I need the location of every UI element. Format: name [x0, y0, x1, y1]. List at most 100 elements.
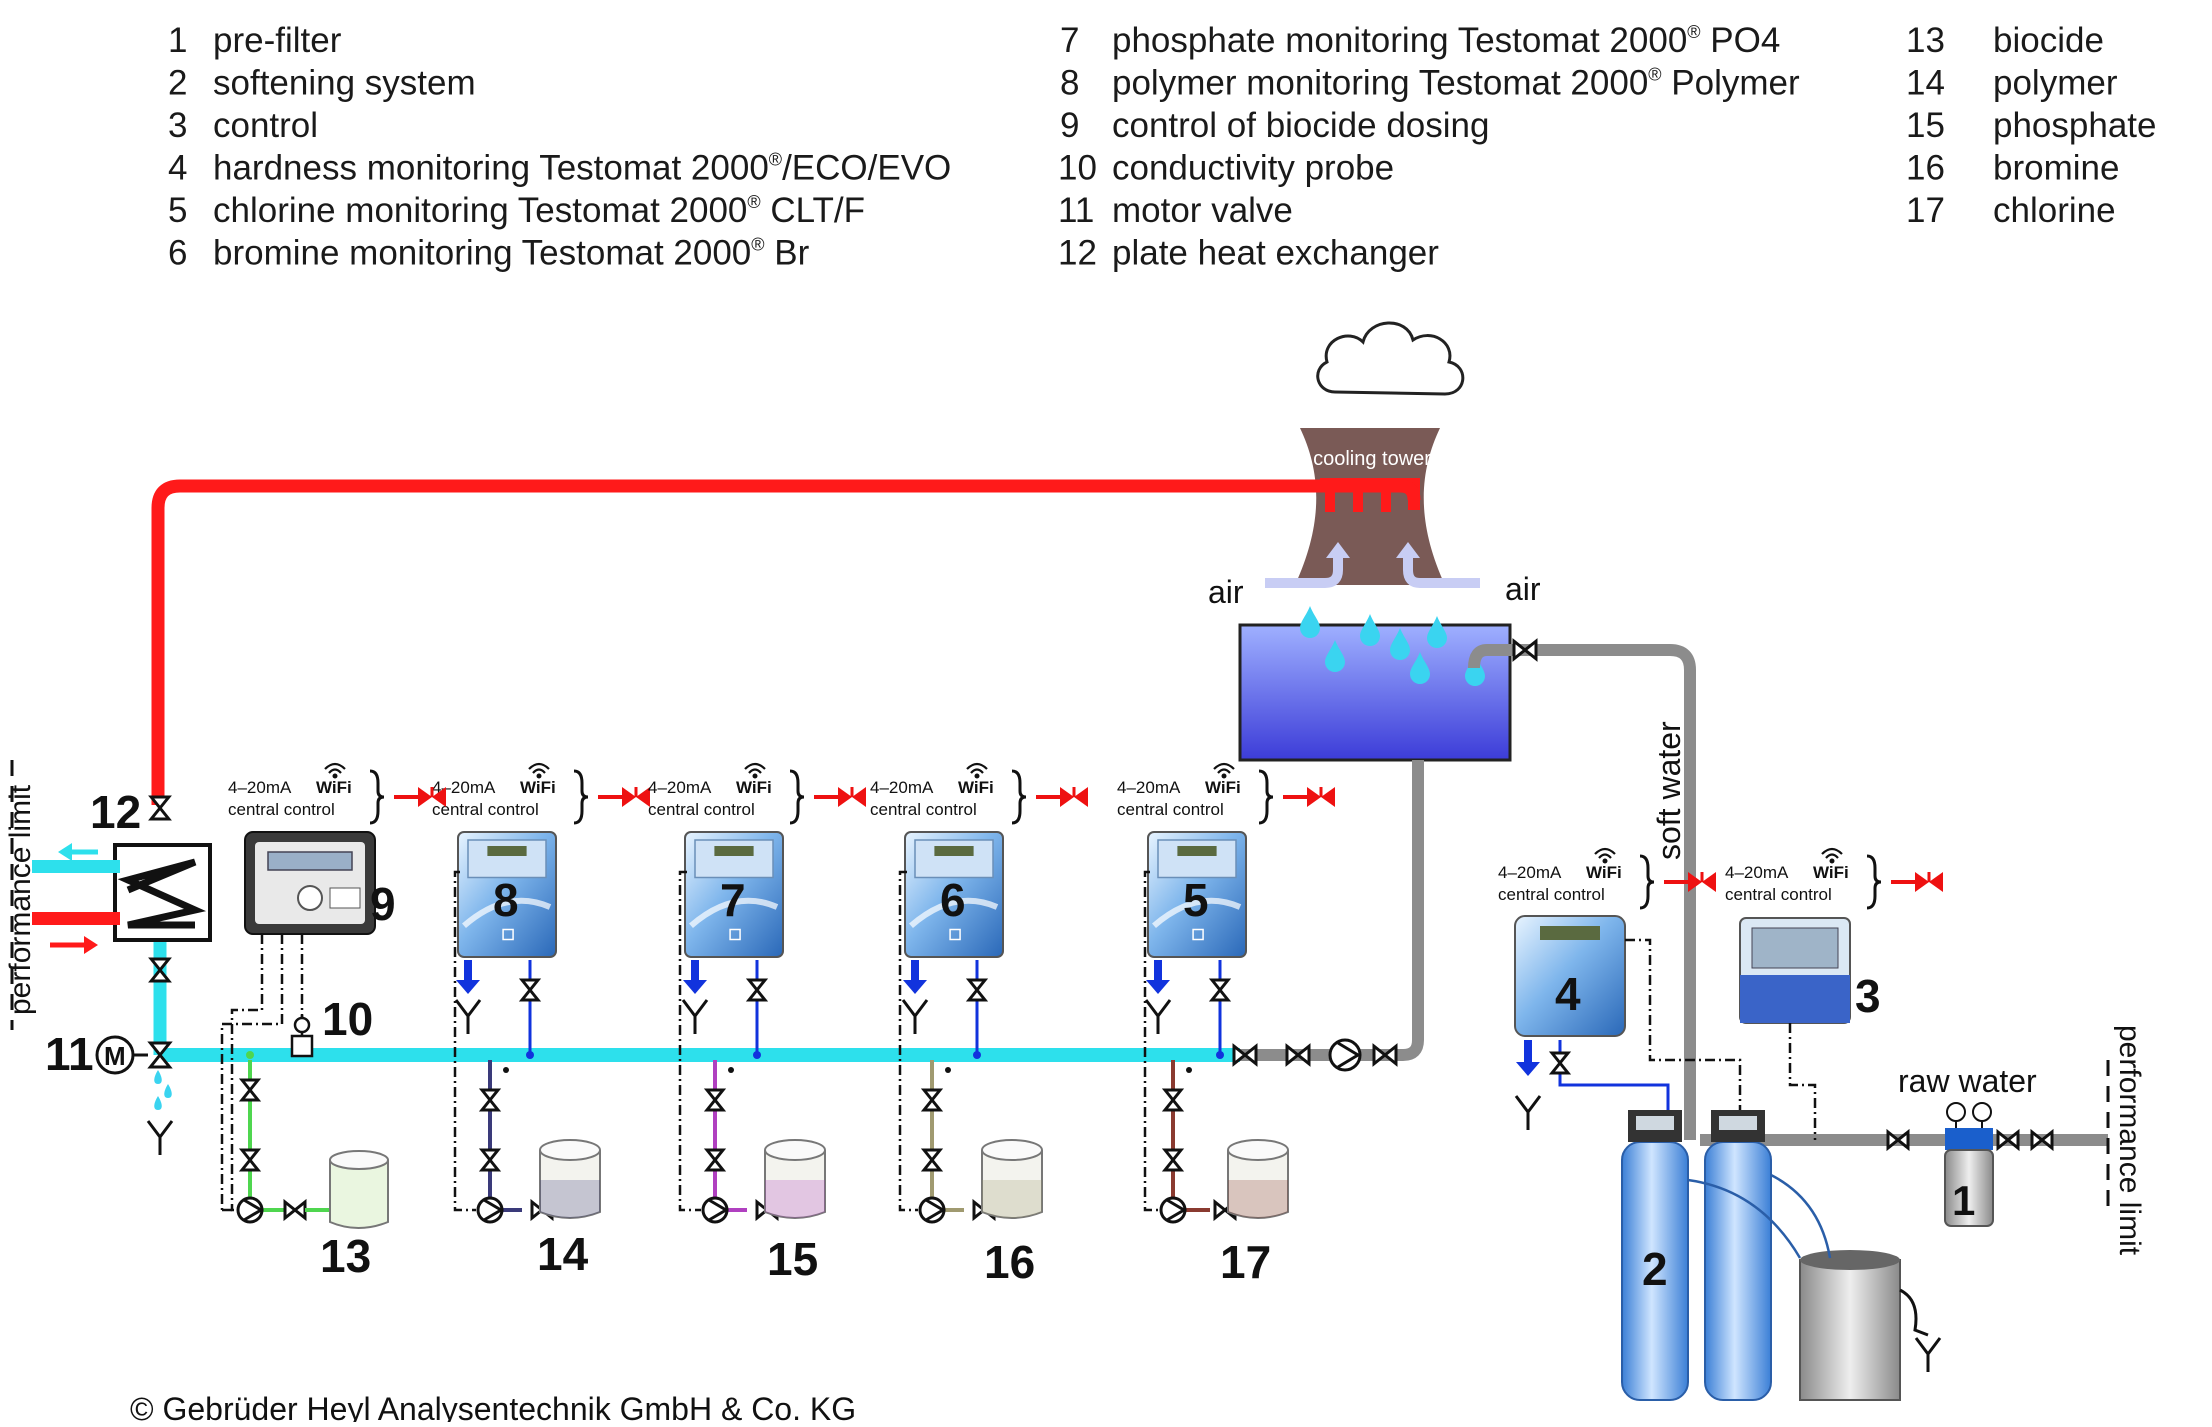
legend-text: control of biocide dosing [1112, 106, 1489, 145]
air-arrow-right [1403, 555, 1480, 588]
valve-icon [147, 1041, 173, 1069]
legend-label: control of biocide dosing [1112, 106, 1489, 145]
performance-limit-right: performance limit [2113, 1025, 2146, 1256]
legend-number: 9 [1060, 106, 1079, 145]
device-number-5: 5 [1183, 874, 1209, 926]
signal-label: 4–20mA [1498, 863, 1562, 882]
legend-registered-mark: ® [769, 150, 782, 170]
wifi-icon [528, 762, 550, 774]
brace-icon [789, 769, 805, 825]
wifi-label: WiFi [958, 778, 994, 797]
water-drop [1325, 640, 1345, 672]
valve-icon [703, 1148, 727, 1172]
legend-text: softening system [213, 64, 476, 103]
central-control-label: central control [870, 800, 977, 819]
wifi-icon [744, 762, 766, 774]
valve-icon [1512, 638, 1538, 662]
wifi-icon [1821, 847, 1843, 859]
device-number-11: 11 [45, 1028, 94, 1080]
device-number-8: 8 [493, 874, 519, 926]
water-drop [1300, 606, 1320, 638]
signal-label: 4–20mA [1117, 778, 1181, 797]
valve-icon [1886, 1128, 1910, 1152]
wifi-icon [1594, 847, 1616, 859]
legend-label: bromine [1993, 149, 2119, 188]
wifi-label: WiFi [1586, 863, 1622, 882]
drain-icon [1514, 1095, 1542, 1130]
soft-water-pipe [1486, 643, 1696, 1140]
valve-icon [518, 978, 542, 1002]
hot-water-pipe [151, 479, 1421, 805]
legend-label: motor valve [1112, 191, 1293, 230]
valve-icon [1208, 978, 1232, 1002]
legend-suffix: CLT/F [761, 191, 865, 230]
wifi-label: WiFi [316, 778, 352, 797]
signal-label: 4–20mA [228, 778, 292, 797]
chemical-tank [1227, 1150, 1289, 1219]
return-pipe [1230, 760, 1424, 1061]
legend-text: plate heat exchanger [1112, 234, 1439, 273]
drain-icon [146, 1120, 174, 1155]
valve-icon [2030, 1128, 2054, 1152]
legend-text: polymer [1993, 64, 2118, 103]
legend-label: softening system [213, 64, 476, 103]
legend-number: 17 [1906, 191, 1945, 230]
legend-label: polymer [1993, 64, 2118, 103]
legend-text: hardness monitoring Testomat 2000®/ECO/E… [213, 149, 951, 188]
wifi-icon [966, 762, 988, 774]
legend-text: conductivity probe [1112, 149, 1394, 188]
brace-icon [1011, 769, 1027, 825]
legend-suffix: Polymer [1662, 64, 1800, 103]
device-number-2: 2 [1642, 1243, 1668, 1295]
legend-text: chlorine [1993, 191, 2116, 230]
brine-tank [1799, 1259, 1901, 1401]
brace-icon [573, 769, 589, 825]
device-number-14: 14 [537, 1228, 589, 1280]
valve-icon [1232, 1043, 1258, 1067]
signal-label: 4–20mA [1725, 863, 1789, 882]
valve-icon [1372, 1043, 1398, 1067]
legend-number: 13 [1906, 21, 1945, 60]
water-drop [1465, 654, 1485, 686]
legend-registered-mark: ® [1687, 22, 1700, 42]
valve-icon [745, 978, 769, 1002]
legend-text: polymer monitoring Testomat 2000® Polyme… [1112, 64, 1800, 103]
softener-column [1704, 1141, 1772, 1401]
raw-water-label: raw water [1898, 1063, 2037, 1099]
chemical-tank [539, 1150, 601, 1219]
legend-label: polymer monitoring Testomat 2000 [1112, 64, 1648, 103]
device-number-16: 16 [984, 1236, 1035, 1288]
central-control-label: central control [648, 800, 755, 819]
wifi-label: WiFi [520, 778, 556, 797]
chemical-tank [329, 1160, 389, 1229]
legend-number: 3 [168, 106, 187, 145]
valve-icon [703, 1088, 727, 1112]
legend-number: 5 [168, 191, 187, 230]
water-drop [1410, 652, 1430, 684]
water-drop [1427, 616, 1447, 648]
valve-icon [238, 1078, 262, 1102]
brace-icon [1258, 769, 1274, 825]
legend-text: bromine [1993, 149, 2119, 188]
brace-icon [1639, 854, 1655, 910]
legend-number: 2 [168, 64, 187, 103]
legend-label: biocide [1993, 21, 2104, 60]
brace-icon [1866, 854, 1882, 910]
device-number-15: 15 [767, 1233, 818, 1285]
valve-icon [1996, 1128, 2020, 1152]
legend-text: phosphate [1993, 106, 2156, 145]
wifi-icon [324, 762, 346, 774]
legend-text: phosphate monitoring Testomat 2000® PO4 [1112, 21, 1780, 60]
device-number-17: 17 [1220, 1236, 1271, 1288]
cooling-basin [1238, 623, 1512, 762]
device-number-7: 7 [720, 874, 746, 926]
central-control-label: central control [1498, 885, 1605, 904]
valve-icon [1285, 1043, 1311, 1067]
legend-number: 1 [168, 21, 187, 60]
performance-limit-left: performance limit [4, 784, 37, 1015]
water-drop [1390, 628, 1410, 660]
svg-text:M: M [104, 1041, 126, 1071]
legend-number: 11 [1058, 191, 1094, 230]
